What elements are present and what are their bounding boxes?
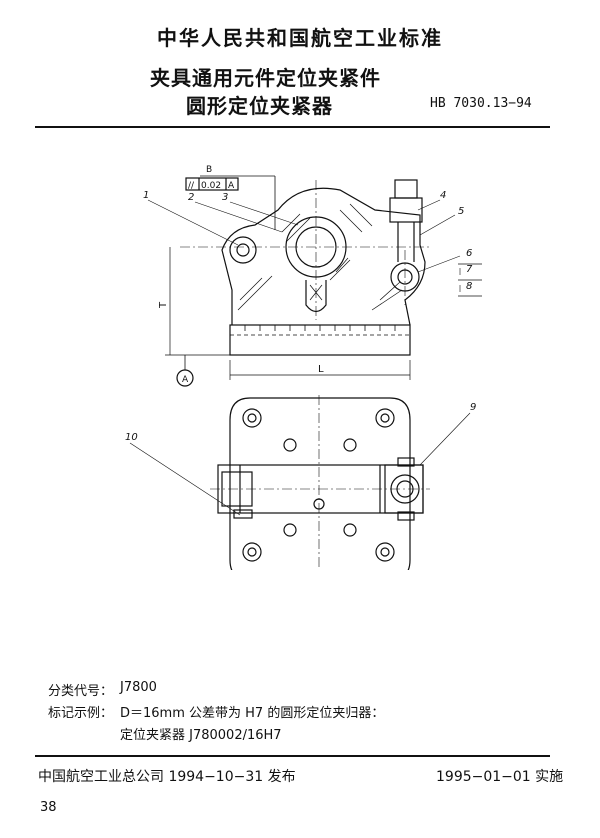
datum-symbol-label: A <box>182 375 189 385</box>
header-rule <box>35 126 550 128</box>
callout-2: 2 <box>188 192 194 203</box>
implementation-date: 1995−01−01 实施 <box>436 769 564 785</box>
callout-7: 7 <box>466 264 473 275</box>
dimension-lines: T L <box>158 247 411 380</box>
tolerance-symbol: // <box>188 181 195 191</box>
tolerance-datum-top: B <box>206 165 212 175</box>
header-org-standard: 中华人民共和国航空工业标准 <box>157 26 443 50</box>
datum-symbol: A <box>176 355 194 387</box>
tolerance-datum: A <box>228 181 235 191</box>
title-line-1: 夹具通用元件定位夹紧件 <box>150 66 381 90</box>
tolerance-frame: // 0.02 A B <box>185 165 276 230</box>
title-line-2: 圆形定位夹紧器 <box>186 94 333 118</box>
marking-line-1: D＝16mm 公差带为 H7 的圆形定位夹归器： <box>120 706 385 721</box>
callout-5: 5 <box>458 206 464 217</box>
marking-label: 标记示例： <box>48 706 114 721</box>
standard-number: HB 7030.13−94 <box>430 96 532 111</box>
front-view-base <box>229 324 411 356</box>
callout-1: 1 <box>143 190 149 201</box>
classification-label: 分类代号： <box>48 684 114 699</box>
engineering-drawing: // 0.02 A B T L A 1 2 3 4 5 6 7 8 <box>125 165 482 570</box>
callout-10: 10 <box>125 432 138 443</box>
dimension-L: L <box>318 364 324 375</box>
page-number: 38 <box>40 800 57 815</box>
callout-8: 8 <box>466 281 472 292</box>
dimension-T: T <box>158 301 169 309</box>
callout-6: 6 <box>466 248 472 259</box>
callout-9: 9 <box>470 402 476 413</box>
tolerance-value: 0.02 <box>201 181 221 191</box>
footer-rule <box>35 755 550 757</box>
marking-line-2: 定位夹紧器 J780002/16H7 <box>120 728 282 743</box>
callout-3: 3 <box>222 192 228 203</box>
publisher-date: 中国航空工业总公司 1994−10−31 发布 <box>38 769 296 785</box>
classification-value: J7800 <box>120 680 157 695</box>
callout-4: 4 <box>440 190 446 201</box>
front-view-body <box>180 179 430 326</box>
top-view <box>129 395 471 570</box>
